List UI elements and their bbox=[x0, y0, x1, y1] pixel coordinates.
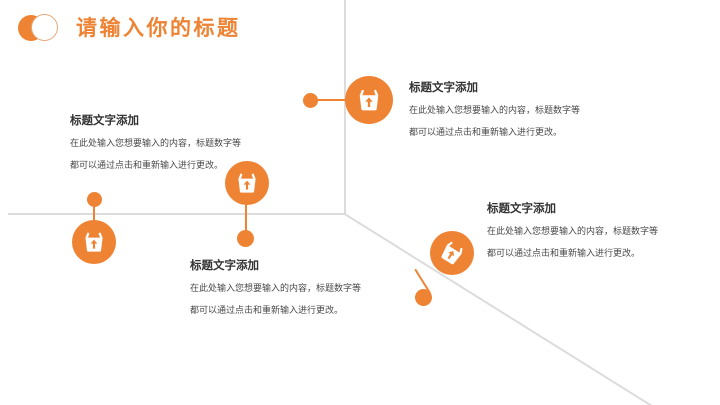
connector-dot-4 bbox=[237, 230, 254, 247]
horizontal-guide-line bbox=[8, 213, 346, 215]
slide-header: 请输入你的标题 bbox=[18, 8, 241, 48]
connector-stem-1 bbox=[310, 99, 348, 101]
vertical-guide-line bbox=[344, 0, 346, 214]
block-line-2b: 都可以通过点击和重新输入进行更改。 bbox=[70, 159, 224, 170]
text-block-1: 标题文字添加 在此处输入您想要输入的内容，标题数字等 都可以通过点击和重新输入进… bbox=[409, 82, 581, 137]
text-block-4: 标题文字添加 在此处输入您想要输入的内容，标题数字等 都可以通过点击和重新输入进… bbox=[487, 203, 659, 258]
basket-upload-icon-1[interactable] bbox=[345, 76, 393, 124]
connector-dot-1 bbox=[303, 93, 318, 108]
connector-stem-3 bbox=[93, 198, 95, 222]
basket-upload-icon-3[interactable] bbox=[72, 220, 116, 264]
block-line-1a: 在此处输入您想要输入的内容，标题数字等 bbox=[409, 104, 581, 115]
logo-outline-circle bbox=[31, 14, 58, 41]
connector-stem-4 bbox=[245, 214, 247, 236]
block-title-3: 标题文字添加 bbox=[190, 260, 259, 272]
overlapping-circles-logo-icon bbox=[18, 14, 64, 42]
basket-upload-icon-2[interactable] bbox=[225, 161, 269, 205]
page-title: 请输入你的标题 bbox=[76, 16, 241, 40]
block-line-2a: 在此处输入您想要输入的内容，标题数字等 bbox=[70, 137, 242, 148]
connector-dot-3 bbox=[87, 192, 102, 207]
block-line-3a: 在此处输入您想要输入的内容，标题数字等 bbox=[190, 282, 362, 293]
text-block-3: 标题文字添加 在此处输入您想要输入的内容，标题数字等 都可以通过点击和重新输入进… bbox=[190, 260, 362, 315]
block-title-2: 标题文字添加 bbox=[70, 115, 139, 127]
connector-dot-5 bbox=[415, 289, 432, 306]
block-line-4a: 在此处输入您想要输入的内容，标题数字等 bbox=[487, 225, 659, 236]
block-line-1b: 都可以通过点击和重新输入进行更改。 bbox=[409, 126, 563, 137]
block-title-1: 标题文字添加 bbox=[409, 82, 478, 94]
basket-upload-icon-4[interactable] bbox=[430, 231, 474, 275]
block-title-4: 标题文字添加 bbox=[487, 203, 556, 215]
block-line-4b: 都可以通过点击和重新输入进行更改。 bbox=[487, 247, 641, 258]
text-block-2: 标题文字添加 在此处输入您想要输入的内容，标题数字等 都可以通过点击和重新输入进… bbox=[70, 115, 242, 170]
block-line-3b: 都可以通过点击和重新输入进行更改。 bbox=[190, 304, 344, 315]
